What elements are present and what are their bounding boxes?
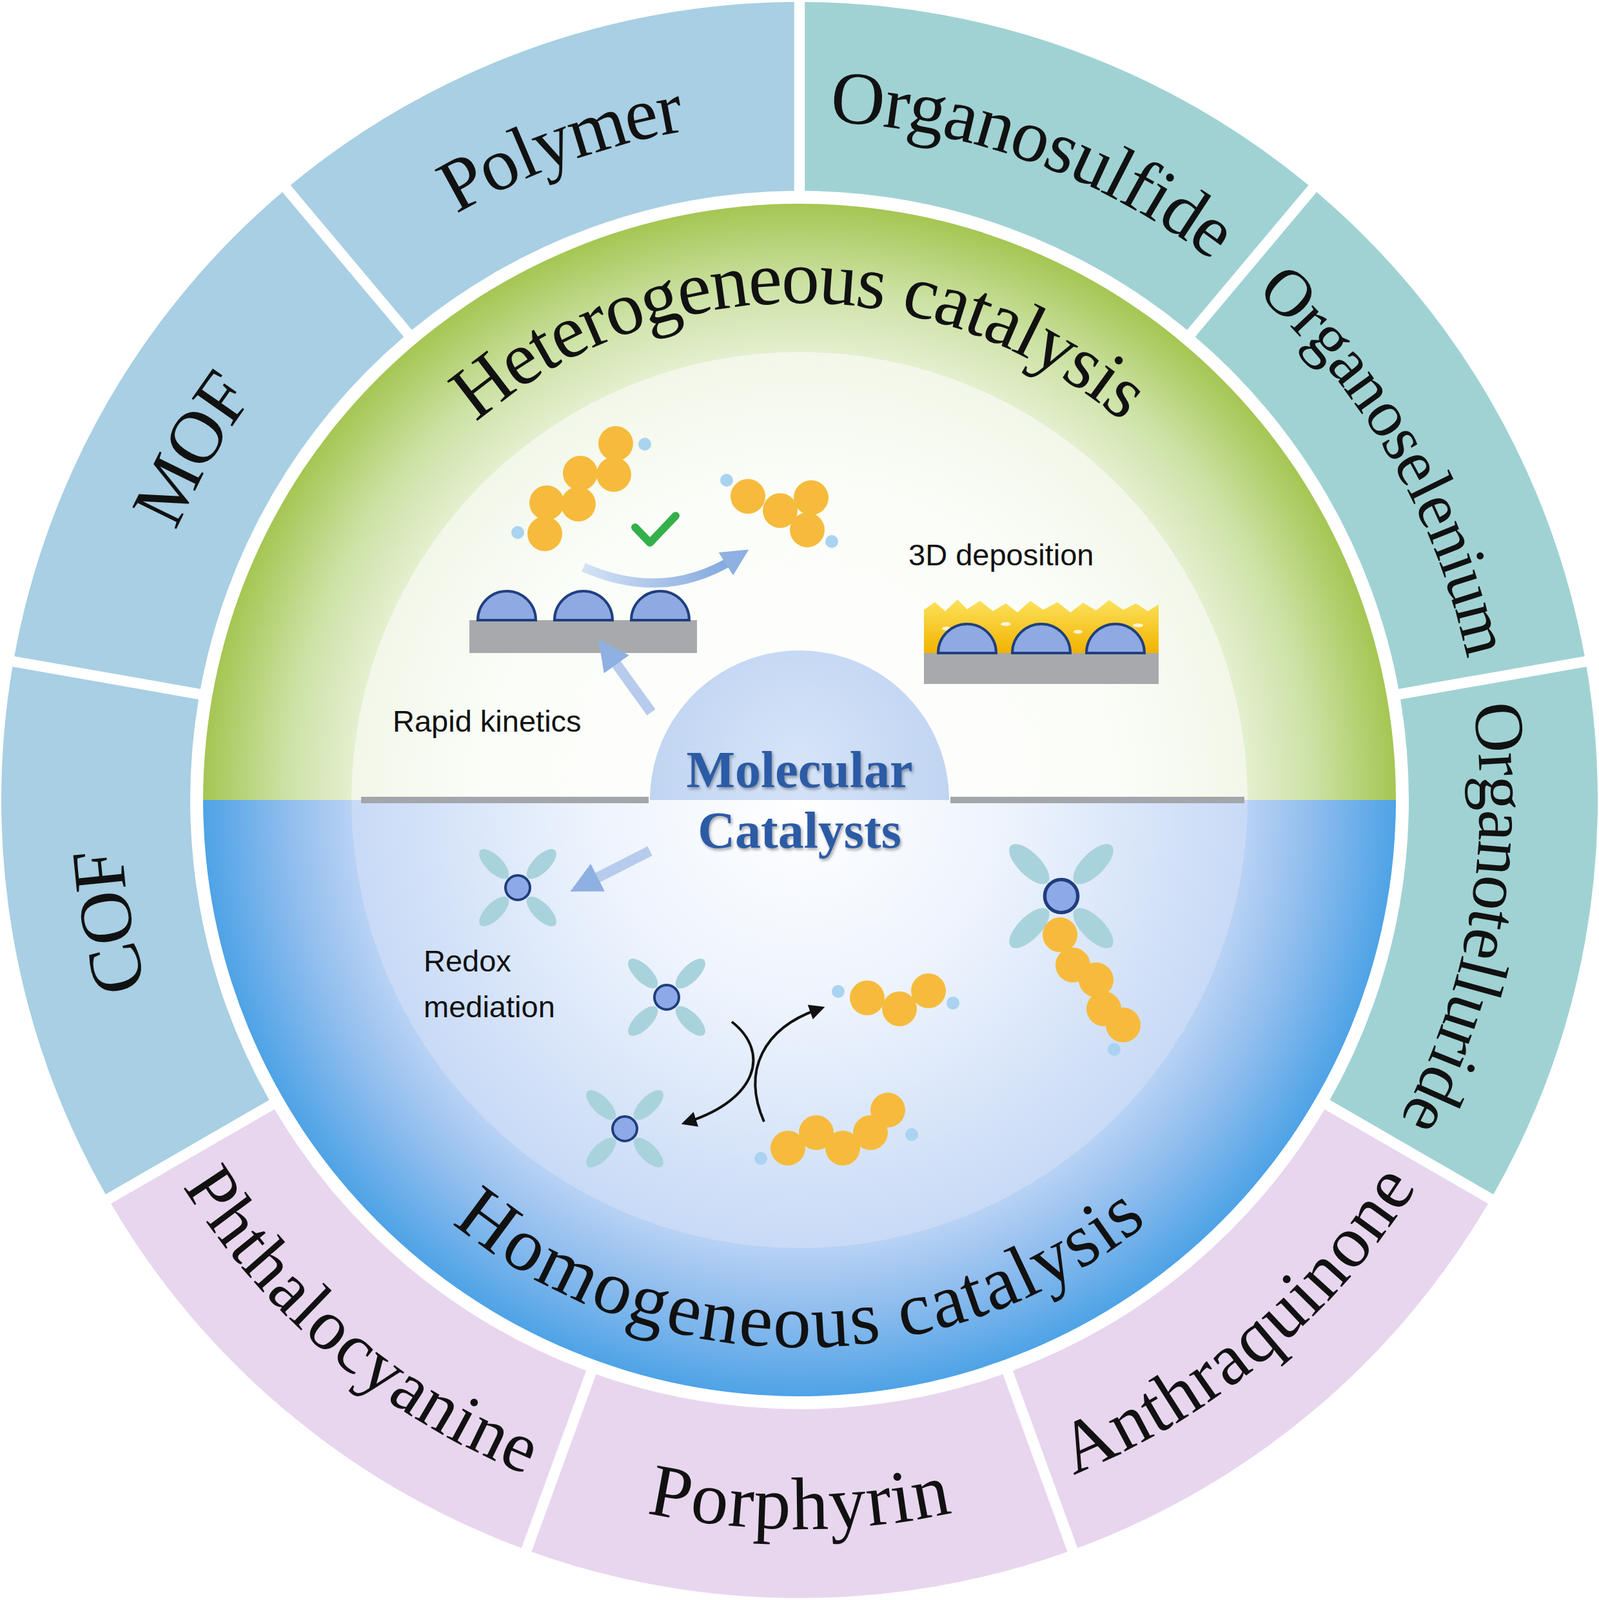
ring-segment: Organotelluride (1326, 661, 1598, 1200)
text-glyph: g (1468, 774, 1539, 811)
annotation-label: 3D deposition (908, 537, 1094, 573)
bound-molecule (1002, 837, 1120, 955)
text-glyph: F (59, 846, 139, 896)
segment-label: MOF (12, 188, 409, 695)
text-glyph: r (1467, 750, 1539, 778)
catalysis-band: Heterogeneous catalysis (203, 203, 1396, 801)
text-glyph: O (828, 59, 889, 139)
segment-fill (531, 1374, 1068, 1599)
segment-label: Phthalocyanine (107, 1104, 592, 1551)
text-glyph: p (752, 1465, 793, 1542)
segment-label: Organoselenium (1190, 188, 1587, 695)
redox-arrow (688, 1021, 754, 1122)
center-title: Molecular Catalysts (664, 739, 935, 862)
ring-segment: Organoselenium (1190, 188, 1587, 695)
redox-arrow (755, 1009, 818, 1122)
text-glyph: h (790, 1466, 830, 1542)
deposition-substrate (923, 599, 1159, 685)
band-title: Heterogeneous catalysis (203, 203, 1396, 801)
mediator-molecule (474, 844, 561, 932)
sulfur-chain-lower (754, 1092, 919, 1166)
annotation-label: Rapid kinetics (392, 704, 582, 739)
conversion-arrow (583, 558, 736, 583)
bound-chain (1042, 917, 1141, 1057)
sulfur-chain-upper (831, 973, 960, 1027)
band-title: Homogeneous catalysis (203, 800, 1396, 1398)
text-glyph: a (1467, 809, 1539, 843)
half-divider (361, 796, 1245, 804)
annotation-label: Redox mediation (423, 938, 618, 1030)
text-glyph: e (745, 239, 785, 318)
ring-segment: COF (1, 661, 273, 1200)
ring-segment: Porphyrin (526, 1372, 1073, 1599)
segment-label: Porphyrin (526, 1372, 1073, 1599)
pointer-arrow (586, 851, 650, 884)
sulfur-chain (511, 426, 652, 552)
check-mark (635, 515, 676, 543)
ring-segment: Anthraquinone (1007, 1104, 1492, 1551)
ring-segment: Phthalocyanine (107, 1104, 592, 1551)
text-glyph: y (825, 1464, 869, 1542)
segment-label: Organotelluride (1326, 661, 1598, 1200)
text-glyph: e (736, 1281, 777, 1360)
text-glyph: o (772, 1283, 812, 1361)
segment-label: Anthraquinone (1007, 1104, 1492, 1551)
text-glyph: u (809, 1282, 852, 1361)
text-glyph: o (781, 239, 820, 316)
mediator-molecule (581, 1085, 668, 1173)
pointer-arrow (609, 654, 652, 713)
band-fill (203, 800, 1396, 1397)
catalysis-band: Homogeneous catalysis (203, 800, 1396, 1398)
sulfur-chain-short (720, 473, 839, 549)
segment-label: COF (1, 661, 273, 1200)
substrate-left (469, 591, 697, 654)
text-glyph: O (1462, 698, 1538, 756)
ring-segment: MOF (12, 188, 409, 695)
mediator-molecule (623, 954, 710, 1041)
